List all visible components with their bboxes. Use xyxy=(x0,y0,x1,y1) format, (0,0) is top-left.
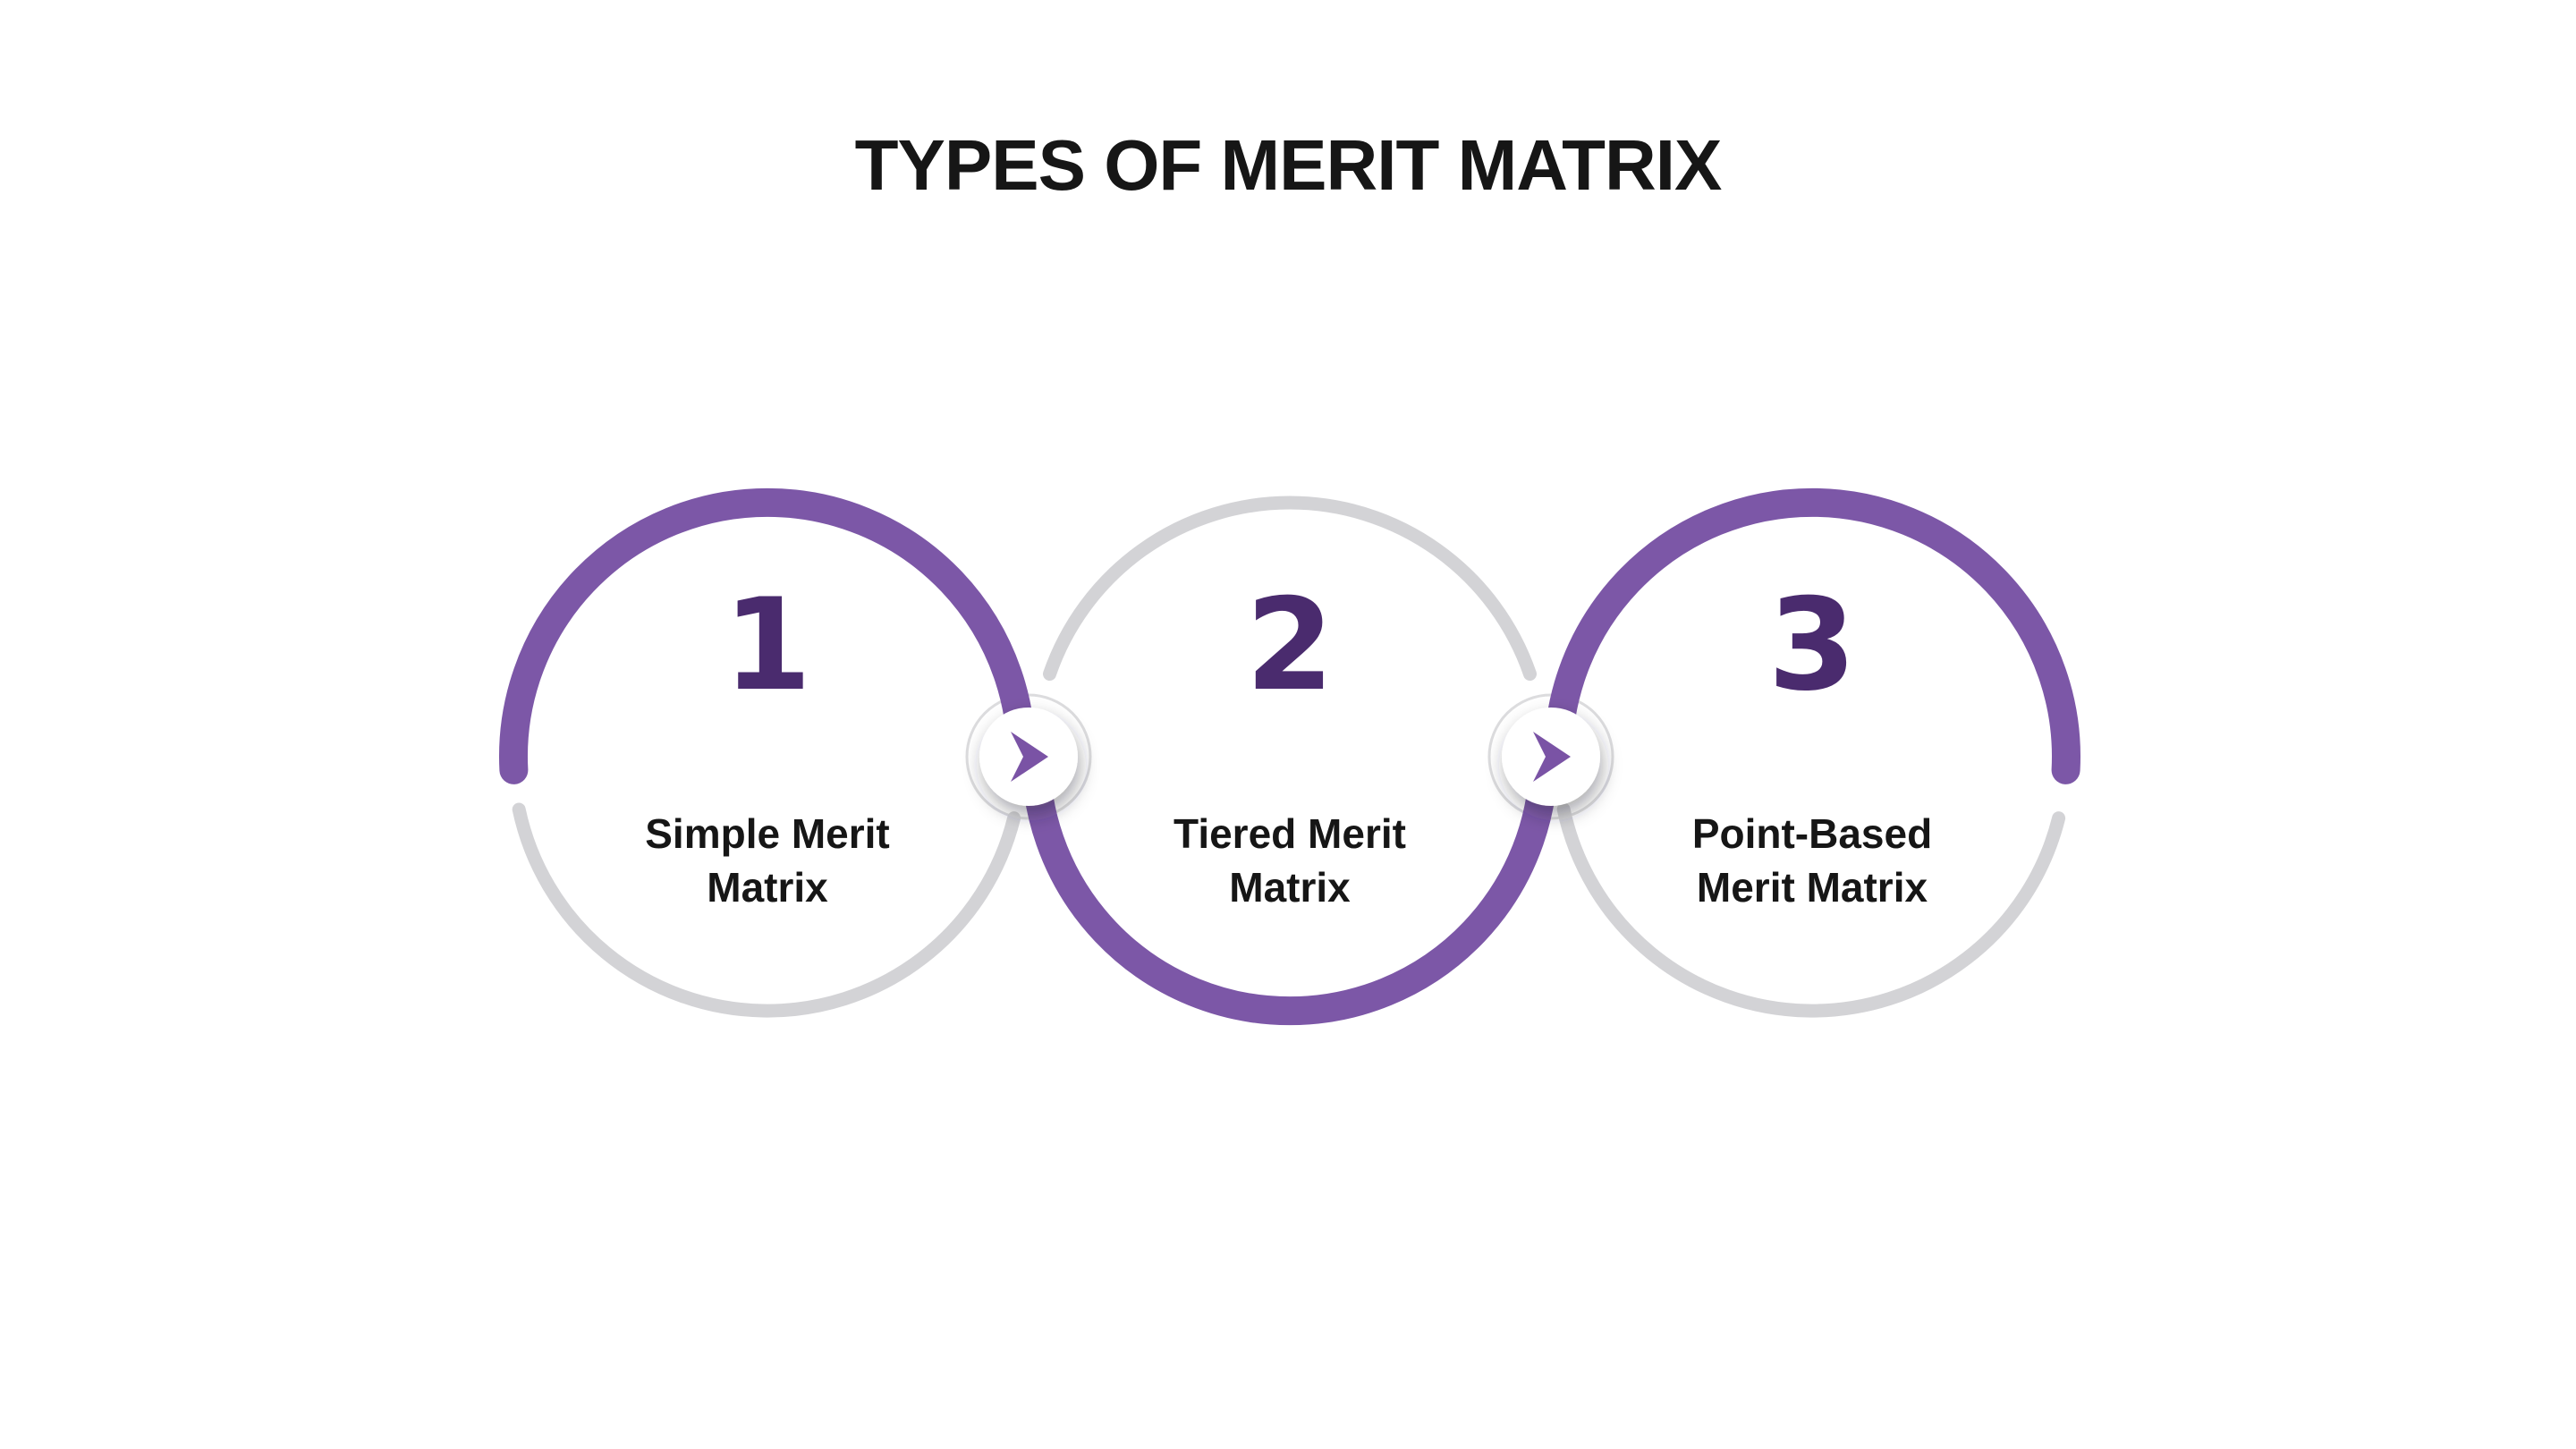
step-label-2-line1: Tiered Merit xyxy=(1174,810,1406,857)
step-circle-1 xyxy=(499,487,1036,1018)
step-label-1-line2: Matrix xyxy=(707,864,828,911)
step-circle-2 xyxy=(1021,496,1558,1026)
connector-badge-2 xyxy=(1502,708,1600,806)
circle-3-gray-arc xyxy=(1556,802,2066,1018)
circle-2-gray-arc xyxy=(1043,496,1537,681)
circle-3-purple-arc xyxy=(1544,487,2080,784)
circle-2-purple-arc xyxy=(1021,729,1558,1026)
step-number-1: 1 xyxy=(724,572,812,719)
step-label-2-line2: Matrix xyxy=(1229,864,1351,911)
step-number-3: 3 xyxy=(1768,572,1857,719)
step-label-3: Point-Based Merit Matrix xyxy=(1692,810,1932,911)
step-label-3-line2: Merit Matrix xyxy=(1697,864,1928,911)
step-label-1: Simple Merit Matrix xyxy=(645,810,890,911)
step-label-1-line1: Simple Merit xyxy=(645,810,890,857)
step-label-3-line1: Point-Based xyxy=(1692,810,1932,857)
arrow-right-icon xyxy=(1533,732,1571,782)
step-circle-3 xyxy=(1544,487,2080,1018)
circle-1-purple-arc xyxy=(499,487,1036,784)
step-number-2: 2 xyxy=(1246,572,1335,719)
page-title: TYPES OF MERIT MATRIX xyxy=(855,125,1722,205)
step-label-2: Tiered Merit Matrix xyxy=(1174,810,1406,911)
arrow-right-icon xyxy=(1011,732,1048,782)
circle-1-gray-arc xyxy=(512,802,1021,1018)
connector-badge-1 xyxy=(979,708,1078,806)
